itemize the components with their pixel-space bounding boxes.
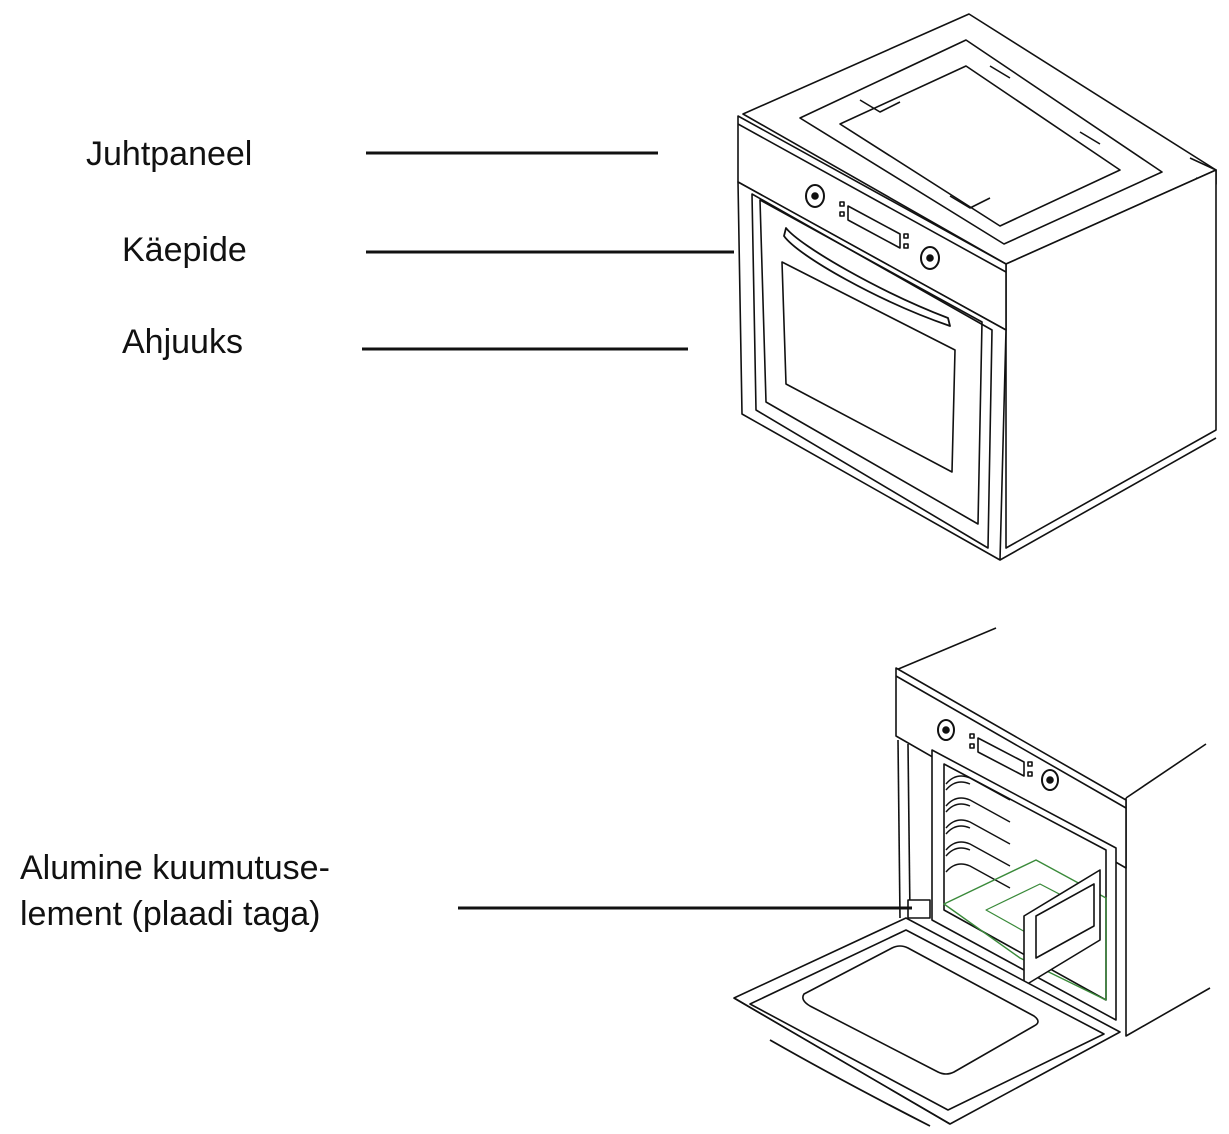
display-button-3	[903, 233, 909, 239]
open-oven-top-edge	[895, 627, 997, 671]
label-bottom-heating-element-line1: Alumine kuumutuse-	[20, 849, 330, 887]
knob-right-center	[926, 254, 934, 262]
oven-top-tab-4	[949, 195, 991, 209]
rack-rail-3	[945, 819, 1011, 845]
display-button-1	[839, 201, 845, 207]
side-box	[1023, 869, 1101, 987]
rack-rail-8	[945, 825, 971, 835]
open-knob-left-center	[942, 726, 950, 734]
rack-rail-5	[945, 863, 1011, 889]
oven-top-tab-1	[859, 99, 901, 113]
open-door-frame	[749, 929, 1105, 1111]
oven-top-frame-inner	[839, 65, 1121, 227]
open-display-button-1	[969, 733, 975, 739]
rack-rails	[945, 775, 1011, 889]
open-knob-right-center	[1046, 776, 1054, 784]
display-button-4	[903, 243, 909, 249]
label-bottom-heating-element-line2: lement (plaadi taga)	[20, 895, 321, 933]
oven-handle-shape	[783, 227, 951, 327]
oven-door-window-outer	[759, 199, 983, 525]
rack-rail-4	[945, 841, 1011, 867]
open-oven-right-side	[1125, 798, 1211, 1037]
label-control-panel: Juhtpaneel	[86, 135, 253, 173]
open-display-button-2	[969, 743, 975, 749]
open-oven-panel-edge	[895, 675, 1127, 809]
rack-rail-9	[945, 847, 971, 857]
rack-rail-6	[945, 781, 971, 791]
open-door-window	[802, 945, 1039, 1075]
oven-top-frame-outer	[799, 39, 1163, 245]
knob-left-center	[811, 192, 819, 200]
open-display-button-4	[1027, 771, 1033, 777]
oven-door-window-inner	[781, 261, 956, 473]
open-oven	[733, 627, 1211, 1127]
oven-top-tab-2	[989, 65, 1011, 79]
open-display-panel	[977, 737, 1025, 777]
open-door-edge	[733, 997, 951, 1125]
bottom-heating-element	[943, 859, 1107, 1001]
leader-lines	[362, 151, 912, 910]
cavity-frame-left-2	[907, 743, 911, 917]
oven-door-inner-frame	[751, 193, 993, 549]
label-handle: Käepide	[122, 231, 247, 269]
oven-top-tab-3	[1079, 131, 1101, 145]
rack-rail-2	[945, 797, 1011, 823]
rack-rail-1	[945, 775, 1011, 801]
cavity-frame-left	[897, 739, 901, 919]
display-panel	[847, 205, 901, 249]
control-panel-top-edge	[737, 123, 1007, 273]
oven-right-side	[1005, 169, 1217, 549]
open-door-handle	[769, 1039, 931, 1127]
rack-rail-7	[945, 803, 971, 813]
open-oven-control-panel	[895, 667, 1127, 869]
label-bottom-heating-element: Alumine kuumutuse- lement (plaadi taga)	[20, 845, 330, 937]
open-display-button-3	[1027, 761, 1033, 767]
display-button-2	[839, 211, 845, 217]
label-oven-door: Ahjuuks	[122, 323, 243, 361]
closed-oven	[737, 13, 1217, 561]
open-oven-back-top	[1125, 743, 1207, 799]
side-box-inner	[1035, 883, 1095, 959]
oven-bottom-edge	[999, 437, 1217, 561]
